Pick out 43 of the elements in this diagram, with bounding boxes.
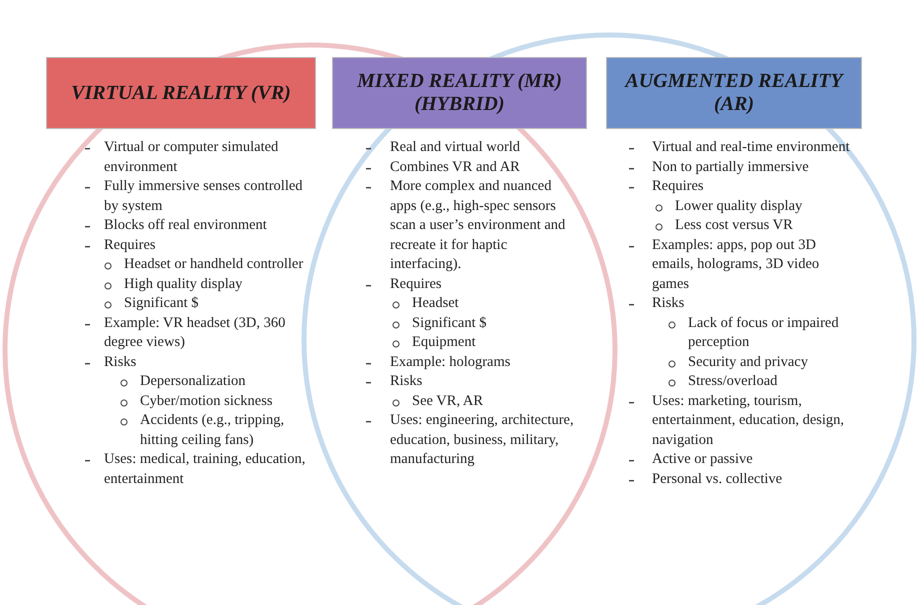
list-item: Equipment — [412, 333, 477, 352]
list-item: Non to partially immersive — [652, 158, 810, 176]
list-item: Real and virtual world — [390, 138, 522, 157]
heading: VIRTUAL REALITY (VR) — [71, 82, 291, 104]
list-item: Personal vs. collective — [652, 470, 784, 488]
list-item: More complex and nuanced apps (e.g., high-spec sensors scan a user’s environment and recreate it for haptic interfacing). — [390, 177, 566, 274]
title-box — [606, 57, 862, 129]
list-item: Lower quality display — [675, 196, 804, 216]
list-item: Risks — [104, 352, 138, 372]
list-item: Blocks off real environment — [104, 216, 268, 235]
list-item: Uses: engineering, architecture, education, business, military, manufacturing — [390, 411, 575, 469]
list-item: Significant $ — [124, 294, 200, 313]
list-item: Cyber/motion sickness — [140, 392, 274, 410]
list-item: Uses: medical, training, education, entertainment — [104, 450, 306, 488]
list-item: Headset or handheld controller — [124, 255, 304, 274]
list-item: Combines VR and AR — [390, 158, 521, 176]
list-item: Example: holograms — [390, 352, 512, 372]
heading: AUGMENTED REALITY (AR) — [623, 70, 845, 116]
list-item: Requires — [104, 236, 157, 254]
list-item: Risks — [652, 294, 686, 313]
list-item: Less cost versus VR — [675, 216, 794, 235]
list-item: Requires — [652, 177, 705, 196]
list-item: Depersonalization — [140, 372, 246, 391]
list-item: Virtual and real-time environment — [652, 138, 851, 157]
list-item: Stress/overload — [688, 372, 778, 391]
list-item: Example: VR headset (3D, 360 degree views) — [104, 314, 286, 352]
list-item: Requires — [390, 274, 443, 294]
list-item: Active or passive — [652, 450, 754, 469]
list-item: Virtual or computer simulated environment — [104, 138, 280, 176]
title-box — [332, 57, 587, 129]
list-item: Fully immersive senses controlled by system — [104, 177, 304, 216]
list-item: Uses: marketing, tourism, entertainment, education, design, navigation — [652, 392, 846, 450]
list-item: Security and privacy — [688, 352, 809, 372]
title-box — [46, 57, 316, 129]
list-item: Lack of focus or impaired perception — [688, 314, 840, 352]
list-item: Headset — [412, 294, 460, 313]
list-item: Risks — [390, 372, 424, 391]
list-item: High quality display — [124, 274, 244, 294]
list-item: Significant $ — [412, 314, 488, 332]
list-item: Examples: apps, pop out 3D emails, holograms, 3D video games — [652, 236, 820, 294]
list-item: See VR, AR — [412, 392, 484, 410]
list-item: Accidents (e.g., tripping, hitting ceiling fans) — [140, 411, 286, 450]
heading: MIXED REALITY (MR) (HYBRID) — [356, 70, 563, 116]
